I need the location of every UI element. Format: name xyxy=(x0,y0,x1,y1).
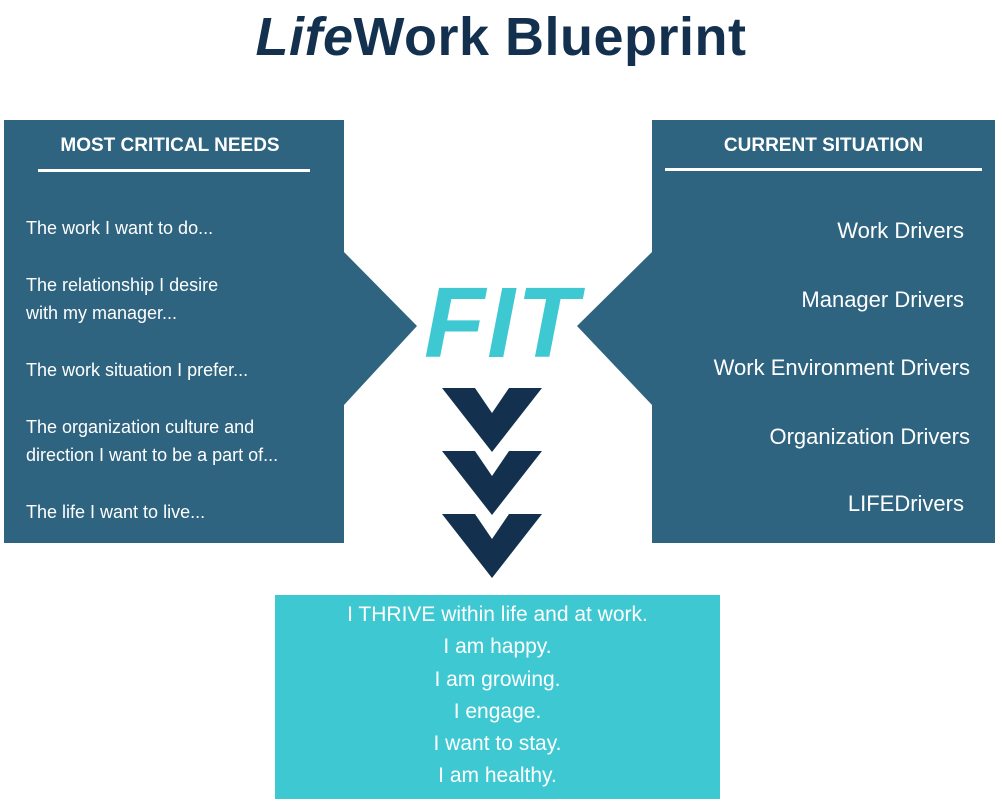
right-header-underline xyxy=(665,168,982,171)
title-italic-part: Life xyxy=(255,7,354,67)
outcome-line-thrive: I THRIVE within life and at work. xyxy=(347,603,648,626)
right-item-life-drivers: LIFEDrivers xyxy=(847,491,964,516)
left-panel-header: MOST CRITICAL NEEDS xyxy=(60,135,280,156)
outcome-line-stay: I want to stay. xyxy=(433,732,562,755)
outcome-line-growing: I am growing. xyxy=(434,668,561,691)
right-panel-shape xyxy=(577,120,995,543)
outcome-line-engage: I engage. xyxy=(453,700,542,723)
left-item-situation: The work situation I prefer... xyxy=(26,360,249,380)
outcome-box: I THRIVE within life and at work. I am h… xyxy=(275,595,720,799)
right-panel-header: CURRENT SITUATION xyxy=(723,135,924,156)
diagram-title: LifeWork Blueprint xyxy=(0,2,1002,72)
outcome-line-healthy: I am healthy. xyxy=(438,764,557,787)
right-item-manager-drivers: Manager Drivers xyxy=(801,287,964,312)
outcome-line-happy: I am happy. xyxy=(443,635,552,658)
chevron-down-icon xyxy=(442,451,542,515)
right-item-environment-drivers: Work Environment Drivers xyxy=(713,355,970,380)
chevron-down-icon xyxy=(442,388,542,452)
left-header-underline xyxy=(38,169,310,172)
left-item-life: The life I want to live... xyxy=(26,502,206,522)
left-item-work: The work I want to do... xyxy=(26,218,214,238)
right-item-organization-drivers: Organization Drivers xyxy=(769,424,970,449)
right-item-work-drivers: Work Drivers xyxy=(837,218,964,243)
fit-label: FIT xyxy=(424,267,580,379)
title-rest: Work Blueprint xyxy=(353,7,747,67)
left-panel-shape xyxy=(4,120,417,543)
chevron-down-icon xyxy=(442,514,542,578)
